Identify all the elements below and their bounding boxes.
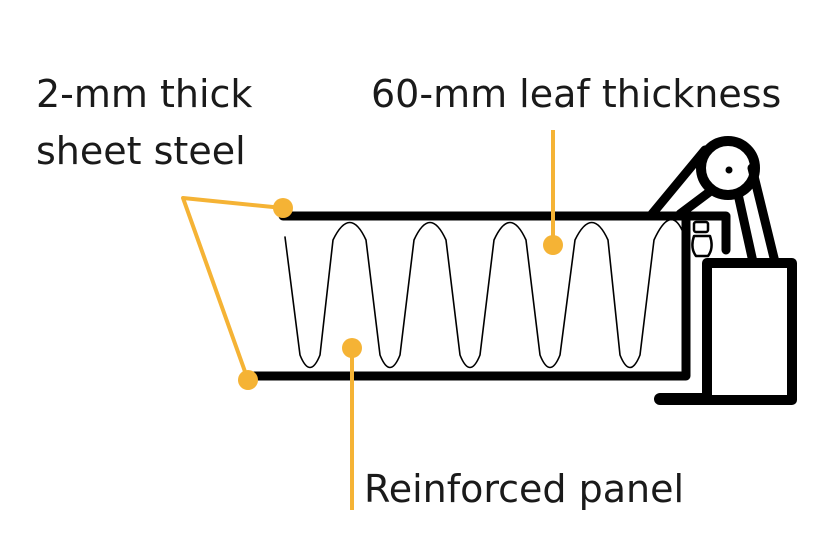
frame-box [702, 258, 797, 405]
seal [691, 220, 713, 258]
top-steel-sheet [278, 211, 731, 255]
leaf-thickness-label: 60-mm leaf thickness [371, 72, 781, 116]
door-leaf [243, 136, 797, 405]
callouts [181, 130, 563, 510]
leaf-dot [543, 235, 563, 255]
reinforced-panel-label: Reinforced panel [364, 467, 684, 511]
hinge-pin [725, 166, 733, 174]
sheet-callout-line [181, 196, 284, 381]
hinge-arm-left [647, 145, 717, 219]
sheet-bottom-dot [238, 370, 258, 390]
reinforced-panel-wave [284, 218, 683, 369]
hinge-arm-right [733, 163, 780, 267]
bottom-steel-sheet [243, 213, 691, 381]
panel-dot [342, 338, 362, 358]
sheet-label-line2: sheet steel [36, 129, 246, 173]
sheet-label-line1: 2-mm thick [36, 72, 252, 116]
sheet-top-dot [273, 198, 293, 218]
